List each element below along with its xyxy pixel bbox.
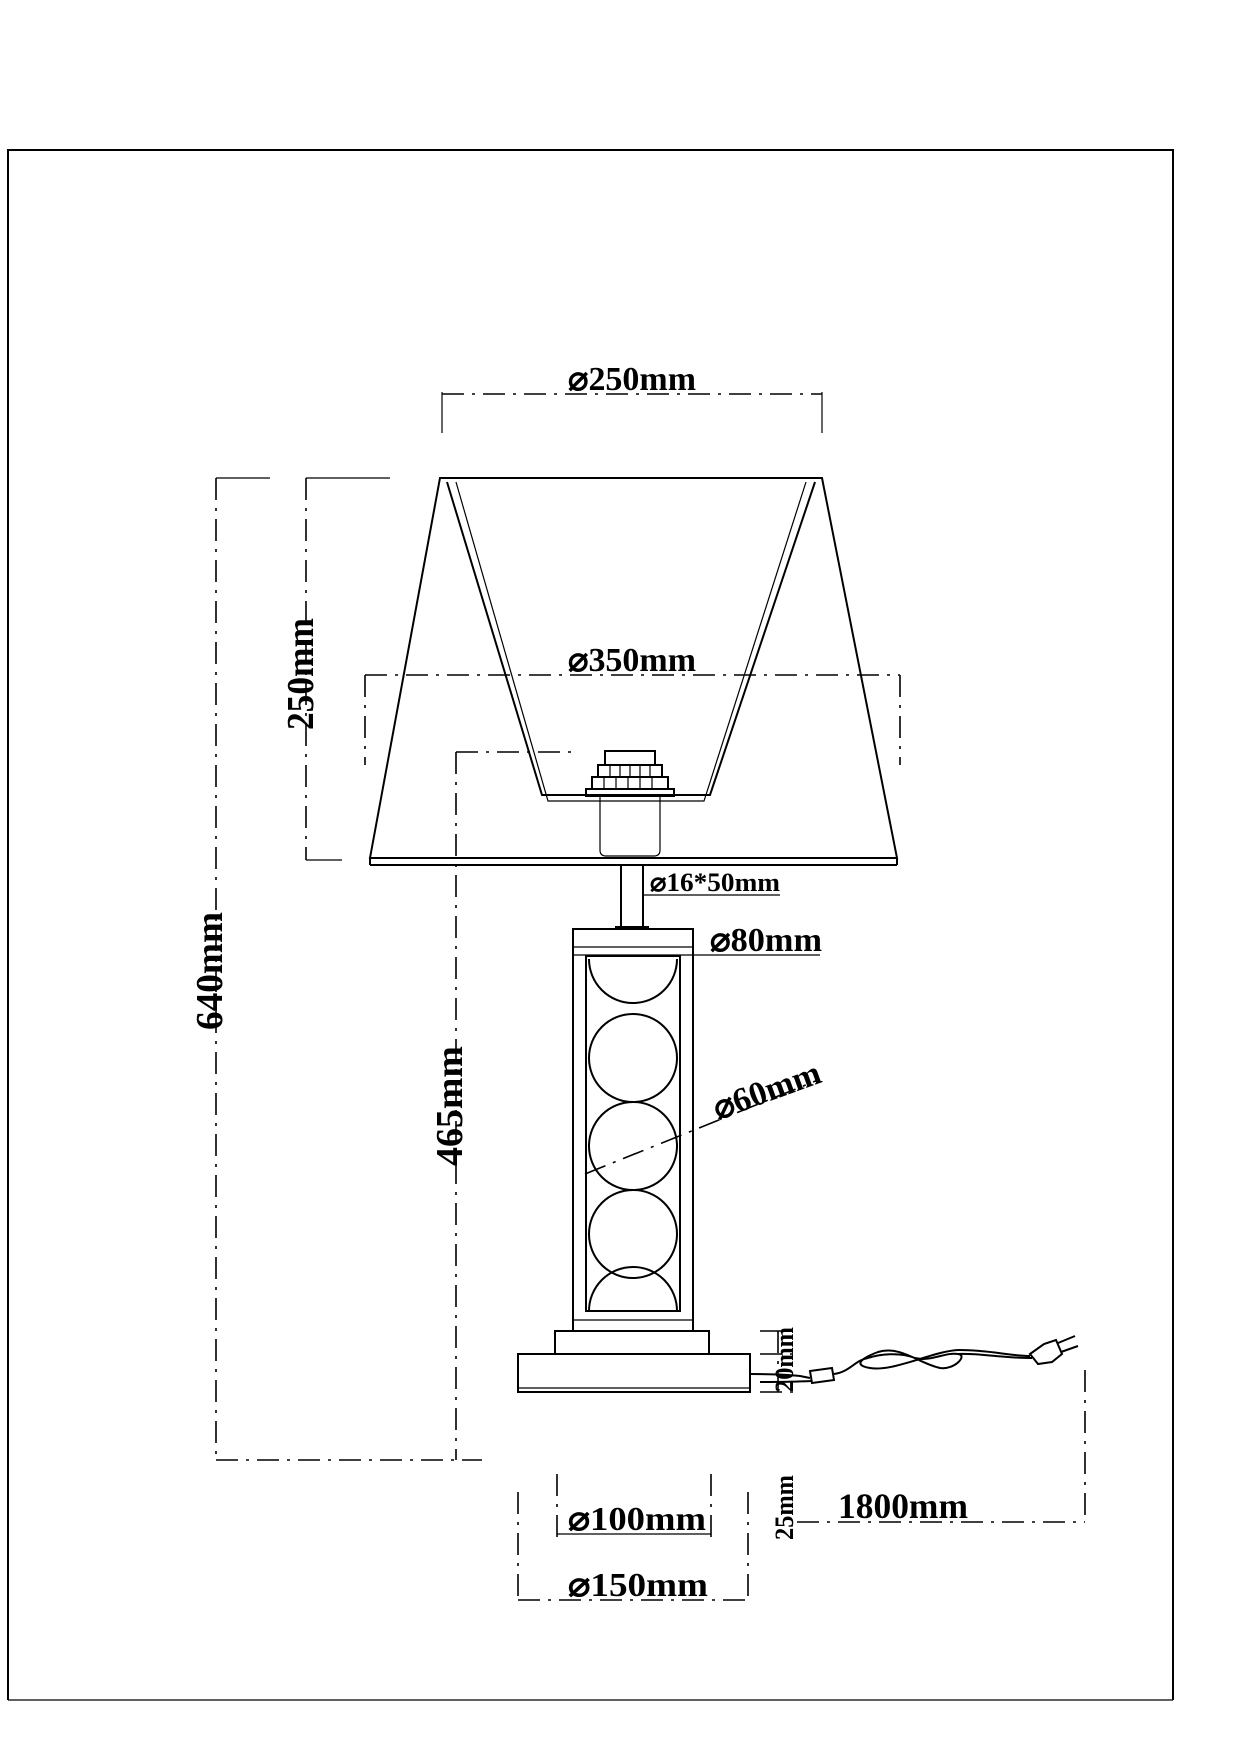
lamp-socket [585,750,675,857]
dim-column-diameter: ⌀80mm [710,922,822,959]
dim-shade-bottom-diameter: ⌀350mm [568,642,696,679]
dim-cable-length: 1800mm [838,1486,968,1526]
dim-ball-diameter: ⌀60mm [708,1054,826,1127]
glass-balls [588,958,678,1312]
lamp-stem [615,864,649,928]
dim-base-to-socket-height: 465mm [429,1046,471,1166]
dim-plinth-diameter: ⌀100mm [568,1501,706,1538]
dim-total-height: 640mm [189,912,231,1030]
dim-shade-top-diameter: ⌀250mm [568,361,696,398]
dim-base-diameter: ⌀150mm [568,1567,708,1604]
dim-base-height: 25mm [770,1475,799,1540]
dim-shade-height: 250mm [280,618,322,730]
inline-switch-icon [808,1366,836,1385]
power-cable [749,1335,1079,1385]
dim-stem-size: ⌀16*50mm [650,868,780,897]
lamp-base [517,1330,751,1393]
drawing-frame [7,149,1174,1700]
dim-plinth-height: 20mm [770,1327,799,1392]
plug-icon [1028,1338,1064,1366]
